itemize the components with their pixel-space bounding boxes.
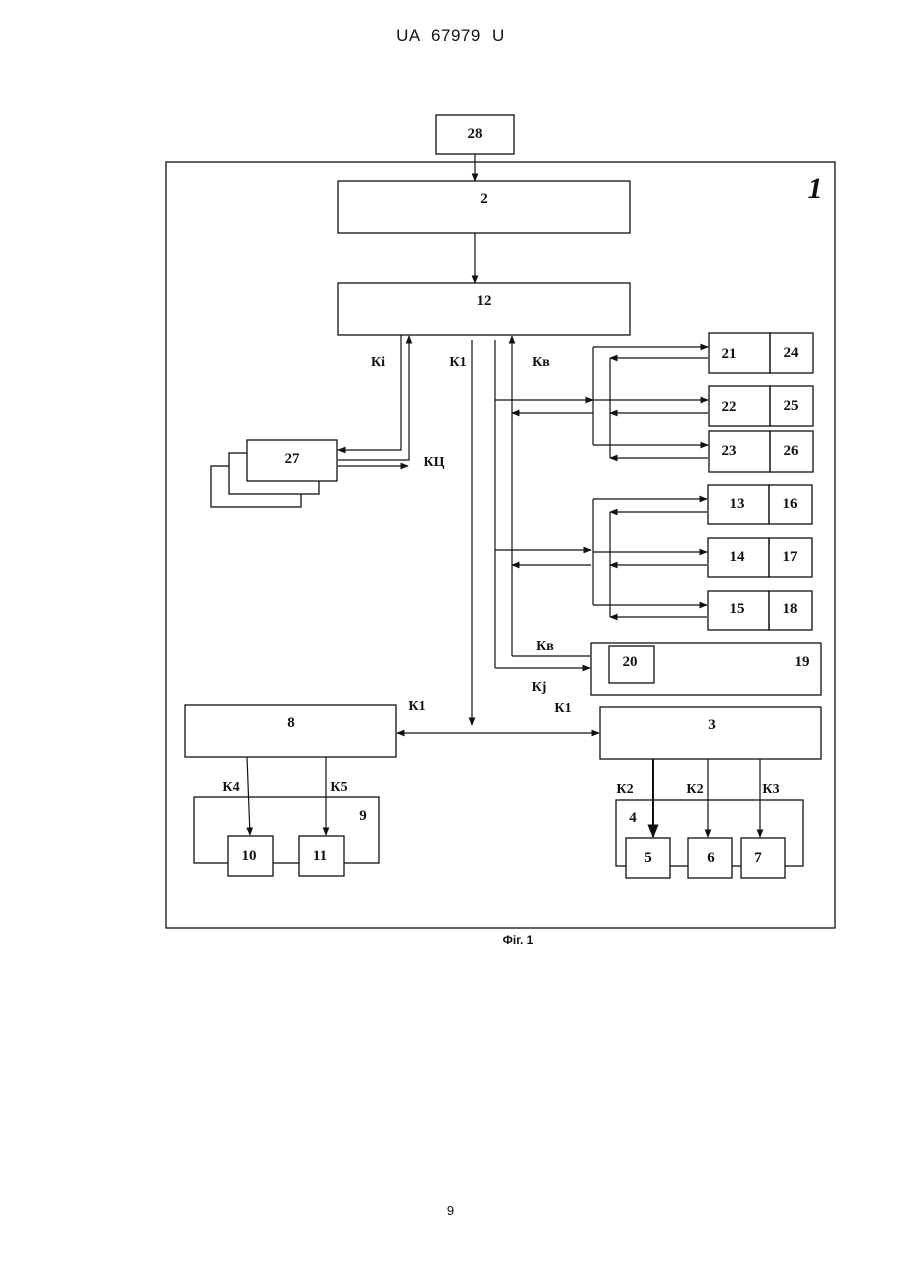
channel-k2-a: К2 [616, 782, 633, 797]
label-17: 17 [783, 549, 799, 565]
channel-kj: Кj [532, 680, 547, 695]
block-23 [709, 431, 770, 472]
channel-k1-right: К1 [554, 701, 571, 716]
label-2: 2 [480, 191, 488, 207]
label-3: 3 [708, 717, 716, 733]
channel-k5: К5 [330, 780, 347, 795]
channel-k3: К3 [762, 782, 779, 797]
link-12-27-down [338, 335, 401, 450]
label-12: 12 [477, 293, 492, 309]
label-16: 16 [783, 496, 799, 512]
label-9: 9 [359, 808, 367, 824]
label-14: 14 [730, 549, 746, 565]
block-3 [600, 707, 821, 759]
channel-ki: Кі [371, 355, 385, 370]
label-15: 15 [730, 601, 745, 617]
channel-k1-left: К1 [408, 699, 425, 714]
page-number: 9 [0, 1203, 901, 1218]
figure-caption: Фіг. 1 [468, 933, 568, 947]
label-19: 19 [795, 654, 810, 670]
label-8: 8 [287, 715, 295, 731]
frame-device-1 [166, 162, 835, 928]
label-11: 11 [313, 848, 327, 864]
channel-kc: КЦ [423, 455, 444, 470]
channel-kv-top: Кв [532, 355, 550, 370]
label-13: 13 [730, 496, 745, 512]
block-2 [338, 181, 630, 233]
label-18: 18 [783, 601, 798, 617]
label-6: 6 [707, 850, 715, 866]
label-25: 25 [784, 398, 799, 414]
block-21 [709, 333, 770, 373]
channel-k4: К4 [222, 780, 239, 795]
label-22: 22 [722, 399, 737, 415]
label-10: 10 [242, 848, 257, 864]
label-7: 7 [754, 850, 762, 866]
label-21: 21 [722, 346, 737, 362]
label-frame-1: 1 [808, 172, 823, 205]
channel-k2-b: К2 [686, 782, 703, 797]
label-24: 24 [784, 345, 800, 361]
label-5: 5 [644, 850, 652, 866]
channel-kv-bottom: Кв [536, 639, 554, 654]
block-12 [338, 283, 630, 335]
label-20: 20 [623, 654, 638, 670]
block-22 [709, 386, 770, 426]
label-27: 27 [285, 451, 301, 467]
label-4: 4 [629, 810, 637, 826]
block-8 [185, 705, 396, 757]
label-28: 28 [468, 126, 483, 142]
label-26: 26 [784, 443, 800, 459]
channel-k1-top: К1 [449, 355, 466, 370]
link-8-10 [247, 757, 250, 835]
block-7 [741, 838, 785, 878]
block-9 [194, 797, 379, 863]
label-23: 23 [722, 443, 737, 459]
